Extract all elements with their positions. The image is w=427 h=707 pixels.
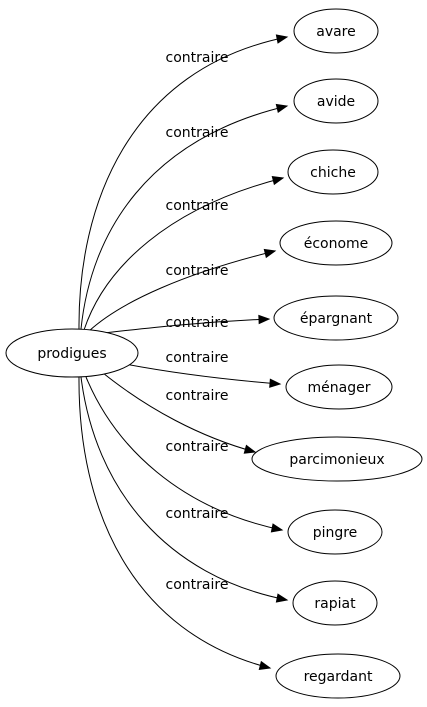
node-ellipse [251, 436, 423, 482]
edge-label: contraire [166, 439, 229, 455]
edge: contraire [124, 350, 282, 388]
edge-label: contraire [166, 315, 229, 331]
edge-label: contraire [166, 50, 229, 66]
node-ellipse [273, 295, 399, 341]
edges: contraire contraire contraire contraire cont… [78, 34, 289, 671]
node-label: rapiat [314, 596, 356, 612]
node-ellipse [285, 364, 393, 410]
edge-line [78, 36, 288, 330]
arrowhead [275, 34, 289, 44]
edge-label: contraire [166, 506, 229, 522]
arrowhead [258, 660, 272, 671]
node-source[interactable]: prodigues [5, 328, 139, 378]
edge-line [102, 372, 256, 453]
edge-label: contraire [166, 577, 229, 593]
arrowhead [275, 593, 289, 603]
node-target[interactable]: avide [293, 78, 379, 124]
node-ellipse [279, 220, 393, 266]
edge: contraire [88, 248, 277, 332]
edge-line [83, 177, 284, 331]
node-label: regardant [304, 669, 373, 685]
edge-line [78, 376, 271, 669]
node-ellipse [275, 653, 401, 699]
edge-line [80, 105, 288, 330]
node-target[interactable]: pingre [287, 509, 383, 555]
node-target[interactable]: ménager [285, 364, 393, 410]
edge-label: contraire [166, 388, 229, 404]
node-label: économe [304, 236, 369, 252]
node-label: ménager [308, 380, 371, 396]
edge-line [88, 250, 276, 332]
edge-line [80, 376, 288, 601]
arrowhead [263, 248, 277, 259]
node-label: chiche [310, 165, 356, 181]
node-ellipse [5, 328, 139, 378]
edge-label: contraire [166, 350, 229, 366]
edge-label: contraire [166, 125, 229, 141]
edge-line [124, 363, 281, 385]
node-label: prodigues [37, 346, 106, 362]
edge-label: contraire [166, 263, 229, 279]
edge: contraire [80, 376, 289, 603]
node-ellipse [292, 580, 378, 626]
node-target[interactable]: avare [293, 8, 379, 54]
node-target[interactable]: parcimonieux [251, 436, 423, 482]
edge-label: contraire [166, 198, 229, 214]
edge: contraire [102, 372, 257, 454]
edge-line [85, 376, 283, 531]
node-ellipse [293, 8, 379, 54]
arrowhead [271, 175, 285, 186]
edge: contraire [103, 314, 271, 334]
node-label: épargnant [300, 311, 373, 327]
node-label: avide [317, 94, 355, 110]
edge-line [103, 318, 270, 334]
node-label: avare [316, 24, 356, 40]
node-label: pingre [313, 525, 358, 541]
edge: contraire [78, 376, 272, 671]
nodes: prodigues avare avide chiche économe épargna… [5, 8, 423, 699]
node-target[interactable]: économe [279, 220, 393, 266]
arrowhead [275, 103, 289, 114]
node-target[interactable]: regardant [275, 653, 401, 699]
edge: contraire [83, 175, 285, 331]
edge: contraire [80, 103, 289, 330]
node-label: parcimonieux [289, 452, 384, 468]
node-ellipse [287, 509, 383, 555]
arrowhead [243, 444, 257, 454]
edge: contraire [78, 34, 289, 330]
arrowhead [270, 523, 284, 533]
node-target[interactable]: rapiat [292, 580, 378, 626]
node-target[interactable]: chiche [287, 149, 379, 195]
arrowhead [269, 378, 282, 388]
node-ellipse [293, 78, 379, 124]
node-target[interactable]: épargnant [273, 295, 399, 341]
node-ellipse [287, 149, 379, 195]
edge: contraire [85, 376, 284, 533]
arrowhead [258, 314, 271, 325]
